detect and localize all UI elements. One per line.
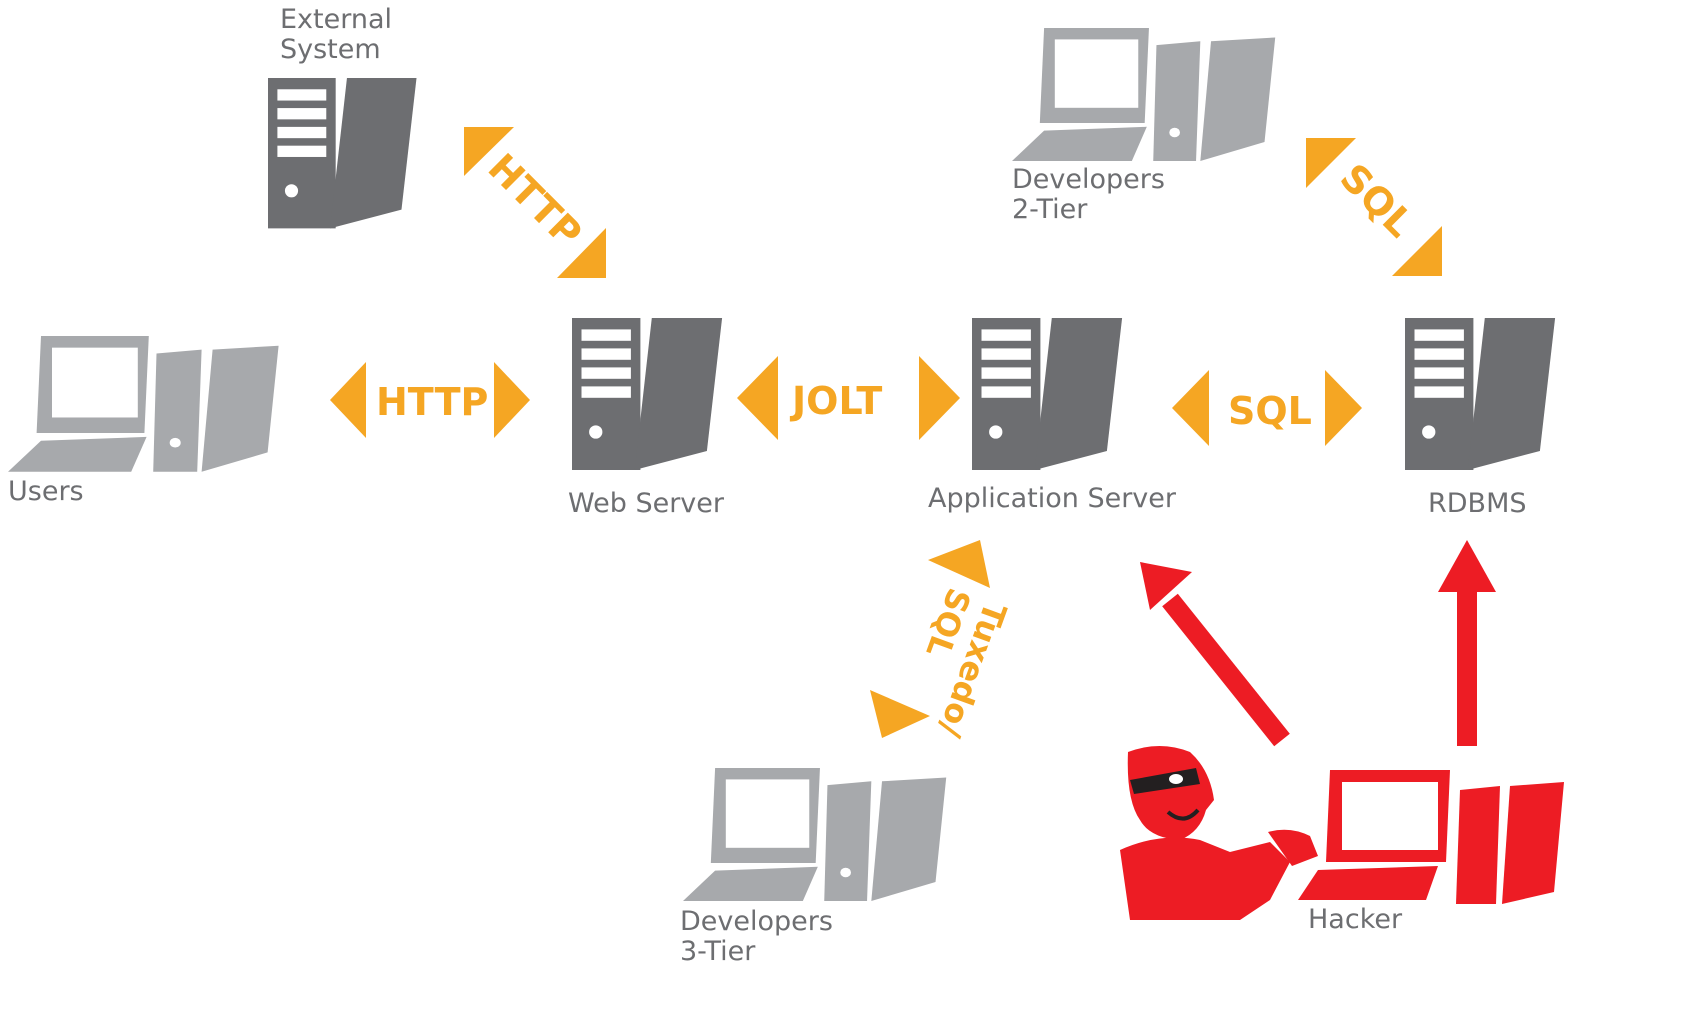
server-icon: [572, 318, 723, 470]
users-web-connector: HTTP: [330, 362, 530, 438]
developers-2tier-label-line2: 2-Tier: [1012, 194, 1088, 225]
dev3-app-connector: Tuxedo/ SQL: [870, 540, 1014, 742]
users-label: Users: [8, 476, 84, 507]
application-server-node: Application Server: [928, 318, 1177, 514]
external-web-protocol: HTTP: [480, 145, 591, 256]
hacker-node: Hacker: [1120, 746, 1564, 935]
external-system-label-line1: External: [280, 4, 392, 35]
application-server-label: Application Server: [928, 483, 1177, 514]
app-rdbms-protocol: SQL: [1228, 389, 1312, 433]
arrow-up-icon: [1306, 138, 1356, 188]
arrow-down-icon: [557, 228, 606, 278]
arrow-right-icon: [494, 362, 530, 438]
developers-3tier-label-line2: 3-Tier: [680, 936, 756, 967]
developers-2tier-node: Developers 2-Tier: [1012, 28, 1276, 225]
users-node: Users: [8, 336, 279, 507]
web-app-protocol: JOLT: [789, 379, 882, 423]
workstation-icon: [8, 336, 279, 472]
arrow-head-icon: [1140, 562, 1192, 610]
arrow-up-icon: [464, 127, 514, 176]
arrow-up-icon: [928, 540, 990, 588]
arrow-left-icon: [330, 362, 366, 438]
arrow-down-icon: [870, 690, 930, 738]
developers-2tier-label-line1: Developers: [1012, 164, 1165, 195]
arrow-left-icon: [737, 356, 778, 440]
users-web-protocol: HTTP: [376, 380, 488, 424]
developers-3tier-node: Developers 3-Tier: [680, 768, 947, 967]
server-icon: [268, 78, 417, 229]
dev2-rdbms-protocol: SQL: [1332, 155, 1422, 245]
arrow-head-icon: [1438, 540, 1496, 592]
arrow-right-icon: [1325, 370, 1362, 446]
hacker-icon: [1120, 746, 1564, 920]
external-system-node: External System: [268, 4, 417, 229]
server-icon: [972, 318, 1123, 470]
external-web-connector: HTTP: [464, 127, 606, 278]
workstation-icon: [683, 768, 947, 901]
server-icon: [1405, 318, 1556, 470]
dev2-rdbms-connector: SQL: [1306, 138, 1442, 276]
arrow-down-icon: [1392, 226, 1442, 276]
web-server-label: Web Server: [568, 488, 725, 519]
workstation-icon: [1012, 28, 1276, 161]
app-rdbms-connector: SQL: [1172, 370, 1362, 446]
web-app-connector: JOLT: [737, 356, 960, 440]
hacker-attack-rdbms-arrow: [1438, 540, 1496, 746]
developers-3tier-label-line1: Developers: [680, 906, 833, 937]
external-system-label-line2: System: [280, 34, 381, 65]
rdbms-node: RDBMS: [1405, 318, 1556, 519]
arrow-right-icon: [919, 356, 960, 440]
arrow-left-icon: [1172, 370, 1209, 446]
hacker-label: Hacker: [1308, 904, 1403, 935]
rdbms-label: RDBMS: [1428, 488, 1527, 519]
web-server-node: Web Server: [568, 318, 725, 519]
hacker-attack-app-arrow: [1140, 562, 1290, 747]
